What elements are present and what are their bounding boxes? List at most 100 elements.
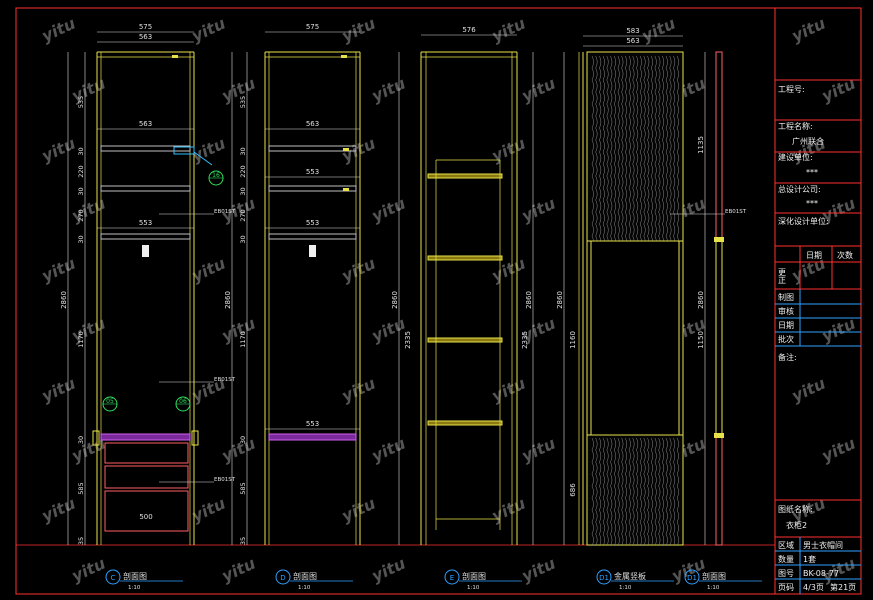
watermark-text: yitu: [39, 254, 79, 286]
woodgrain-line: [654, 55, 657, 249]
woodgrain-line: [595, 437, 598, 547]
woodgrain-line: [599, 437, 602, 547]
woodgrain-line: [673, 55, 676, 249]
woodgrain-line: [636, 437, 639, 547]
watermark-text: yitu: [819, 434, 859, 466]
sub-height-text: 1135: [697, 136, 705, 154]
watermark-text: yitu: [369, 194, 409, 226]
height-dim-text: 220: [77, 165, 85, 177]
woodgrain-line: [636, 55, 639, 249]
tb-row-label: 数量: [778, 554, 794, 564]
view-c-fitting: [172, 55, 178, 58]
tb-rev-label: 更正: [778, 268, 787, 284]
view-tag-circle: [444, 569, 460, 585]
tb-label-project-name: 工程名称:: [778, 121, 813, 131]
woodgrain-line: [628, 55, 631, 249]
height-dim-text: 535: [77, 96, 85, 108]
woodgrain-line: [639, 437, 642, 547]
view-e-glass-shelf: [427, 255, 503, 261]
woodgrain-line: [647, 55, 650, 249]
woodgrain-line: [621, 55, 624, 249]
woodgrain-line: [654, 437, 657, 547]
woodgrain-line: [591, 437, 594, 547]
width-dim-text: 576: [462, 26, 476, 34]
tb-label-client: 建设单位:: [778, 152, 813, 162]
watermark-text: yitu: [39, 374, 79, 406]
view-e-glass-shelf: [427, 173, 503, 179]
height-dim-text: 1170: [239, 331, 247, 348]
view-tag-circle: [684, 569, 700, 585]
woodgrain-line: [595, 55, 598, 249]
width-dim-text: 563: [139, 33, 152, 41]
view-caption: 剖面图: [462, 571, 486, 581]
watermark-text: yitu: [639, 14, 679, 46]
sub-height-text: 686: [569, 483, 577, 497]
callout-label: 06: [179, 398, 187, 405]
height-dim-text: 270: [239, 209, 247, 221]
height-dim-text: 220: [239, 165, 247, 177]
height-dim-text: 1170: [77, 331, 85, 348]
tb-row-value: 男士衣帽间: [803, 540, 843, 550]
view-scale: 1:10: [298, 585, 311, 591]
view-c-drawer: [104, 490, 189, 532]
view-tag-circle: [596, 569, 612, 585]
view-c-rail-shelf: [100, 433, 191, 441]
tb-drawing-name-label: 图纸名称:: [778, 504, 813, 514]
woodgrain-line: [632, 55, 635, 249]
width-dim-text: 553: [306, 420, 319, 428]
view-d1-section: [714, 51, 724, 546]
view-caption: 剖面图: [293, 571, 317, 581]
woodgrain-line: [628, 437, 631, 547]
woodgrain-line: [613, 55, 616, 249]
tb-designer-value: ***: [806, 199, 818, 208]
total-height-text: 2860: [391, 291, 399, 309]
woodgrain-line: [610, 55, 613, 249]
view-c-drawer: [104, 465, 189, 489]
watermark-text: yitu: [489, 374, 529, 406]
view-d-fitting: [343, 188, 349, 191]
tb-project-value: 广州联合: [792, 136, 824, 146]
watermark-text: yitu: [339, 14, 379, 46]
drawer-width-dim: 500: [139, 513, 152, 521]
sub-height-text: 2335: [521, 331, 529, 349]
watermark-text: yitu: [339, 374, 379, 406]
material-code: EB01ST: [214, 477, 236, 483]
width-dim-text: 553: [306, 168, 319, 176]
view-tag-id: D: [280, 574, 285, 582]
height-dim-text: 30: [239, 436, 247, 444]
sub-height-text: 1160: [569, 331, 577, 349]
view-d-shelf: [268, 185, 357, 192]
view-d1-clip: [714, 433, 724, 438]
woodgrain-line: [606, 437, 609, 547]
woodgrain-line: [662, 55, 665, 249]
tb-label-detail: 深化设计单位:: [778, 216, 829, 226]
height-dim-text: 30: [77, 187, 85, 195]
watermark-text: yitu: [519, 194, 559, 226]
watermark-text: yitu: [519, 434, 559, 466]
height-dim-text: 30: [239, 187, 247, 195]
woodgrain-line: [665, 55, 668, 249]
view-d1-mirror-panel: [590, 240, 680, 436]
height-dim-text: 30: [239, 147, 247, 155]
view-scale: 1:10: [707, 585, 720, 591]
view-scale: 1:10: [128, 585, 141, 591]
woodgrain-line: [625, 55, 628, 249]
view-c-shelf: [100, 145, 191, 152]
view-caption: 剖面图: [123, 571, 147, 581]
view-d1-section-panel: [715, 51, 723, 546]
total-height-text: 2860: [60, 291, 68, 309]
watermark-text: yitu: [519, 74, 559, 106]
view-d: [264, 51, 361, 545]
material-code: EB01ST: [214, 377, 236, 383]
view-c-shelf: [100, 185, 191, 192]
width-dim-text: 553: [306, 219, 319, 227]
woodgrain-line: [650, 55, 653, 249]
watermark-text: yitu: [39, 134, 79, 166]
view-caption: 剖面图: [702, 571, 726, 581]
height-dim-text: 30: [77, 436, 85, 444]
woodgrain-line: [665, 437, 668, 547]
woodgrain-line: [643, 437, 646, 547]
woodgrain-line: [632, 437, 635, 547]
tb-label-designer: 总设计公司:: [778, 184, 821, 194]
